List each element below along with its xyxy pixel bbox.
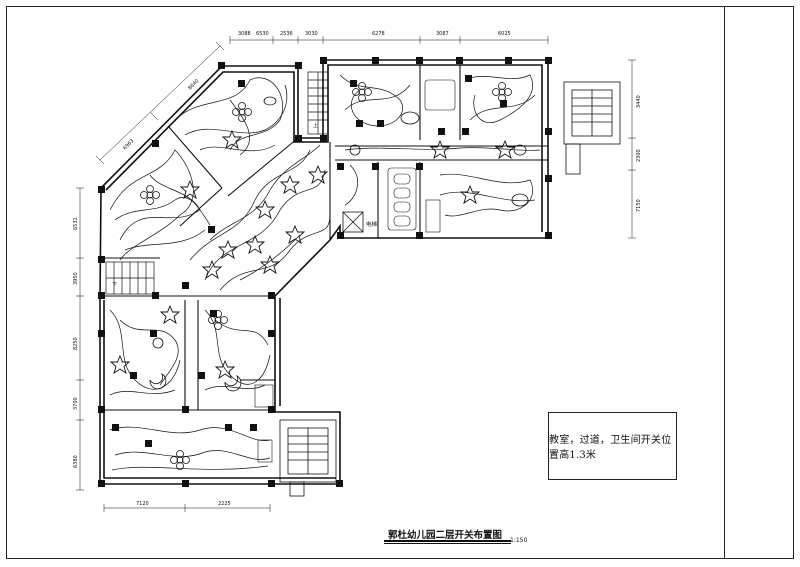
dim-top-1: 3088	[238, 31, 251, 37]
dim-right-3: 7150	[636, 199, 642, 212]
drawing-title: 郭杜幼儿园二层开关布置图	[388, 530, 503, 541]
dim-diagonal-2: 6963	[122, 138, 135, 151]
dim-top-4: 3030	[305, 31, 318, 37]
stair-west	[105, 261, 155, 295]
dim-left-5: 6380	[73, 455, 79, 468]
dim-left-4: 3700	[73, 397, 79, 410]
stair-up-label: 上	[313, 122, 318, 129]
dim-top-2: 6530	[256, 31, 269, 37]
stair-south	[279, 419, 337, 497]
dim-left-2: 3950	[73, 272, 79, 285]
dim-bottom-1: 7120	[136, 501, 149, 507]
stair-east	[563, 81, 621, 175]
drawing-scale: 1:150	[510, 537, 528, 544]
dim-bottom-2: 2225	[218, 501, 231, 507]
ceiling-patterns	[109, 74, 541, 471]
title-underline	[384, 540, 511, 542]
title-block-divider	[724, 6, 725, 559]
moon-motifs	[149, 96, 529, 392]
dim-left-3: 8250	[73, 337, 79, 350]
title-underline-thin	[384, 543, 511, 544]
dim-top-5: 6278	[372, 31, 385, 37]
elevator	[342, 211, 364, 233]
stair-north	[307, 71, 329, 135]
dim-top-6: 3087	[436, 31, 449, 37]
interior-walls	[100, 65, 548, 411]
dim-left-1: 6531	[73, 217, 79, 230]
stair-down-label: 下	[112, 282, 117, 288]
dim-top-3: 2536	[280, 31, 293, 37]
drawing-frame	[6, 6, 794, 559]
dim-right-1: 3440	[636, 95, 642, 108]
washroom-fixtures	[254, 79, 456, 463]
installation-note: 教室，过道，卫生间开关位置高1.3米	[548, 412, 677, 480]
dim-top-7: 6025	[498, 31, 511, 37]
star-motifs	[110, 130, 515, 379]
installation-note-text: 教室，过道，卫生间开关位置高1.3米	[549, 435, 672, 461]
columns	[98, 57, 552, 487]
elevator-label: 电梯	[366, 220, 378, 228]
dimension-lines	[76, 36, 636, 512]
dim-right-2: 2300	[636, 149, 642, 162]
